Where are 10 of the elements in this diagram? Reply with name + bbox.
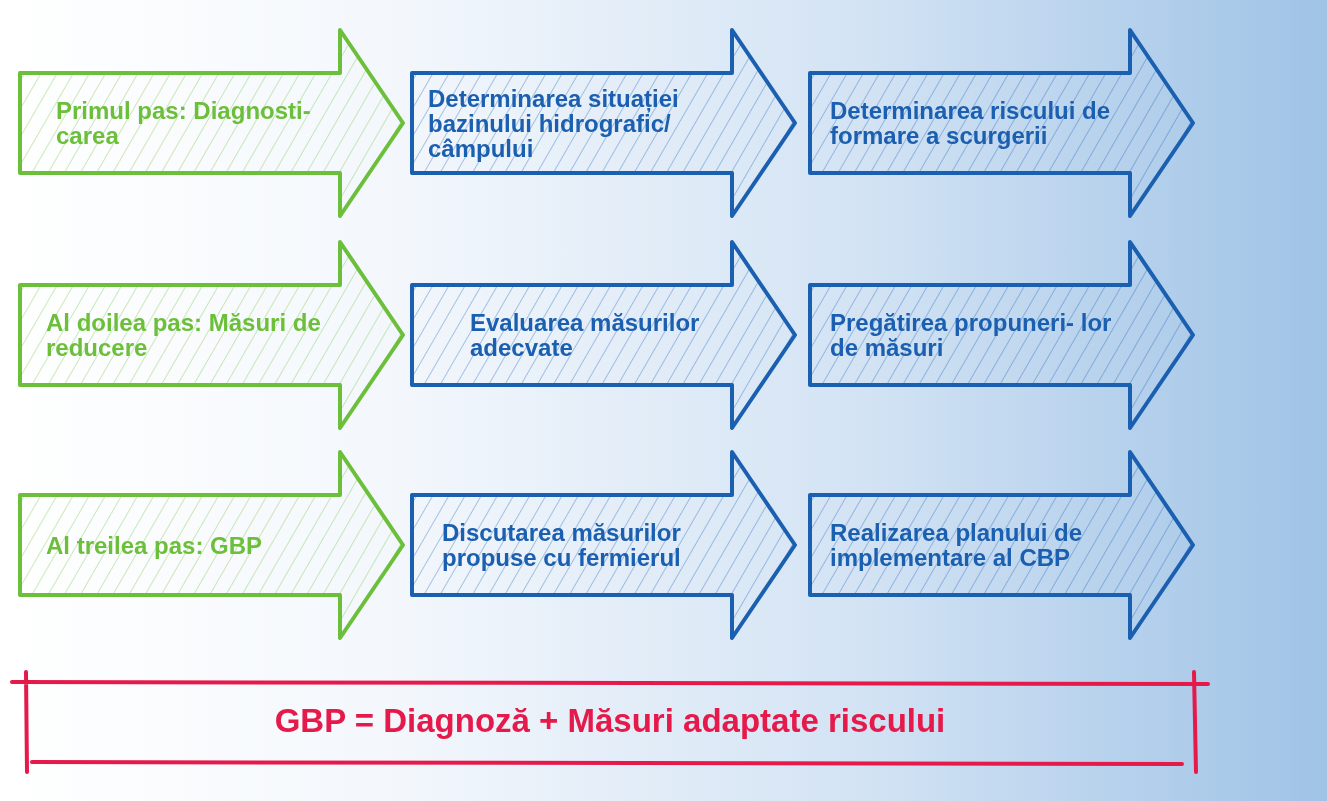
step-text: Evaluarea măsurilor adecvate bbox=[470, 310, 701, 360]
step-text: Al doilea pas: Măsuri de reducere bbox=[46, 310, 322, 360]
formula-text: GBP = Diagnoză + Măsuri adaptate riscului bbox=[274, 702, 946, 739]
step-text: Determinarea riscului de formare a scurgerii bbox=[830, 98, 1112, 148]
step-text: Pregătirea propuneri- lor de măsuri bbox=[830, 310, 1113, 360]
step-text: Al treilea pas: GBP bbox=[46, 532, 263, 558]
step-text: Primul pas: Diagnosti- carea bbox=[56, 98, 312, 148]
step-text: Discutarea măsurilor propuse cu fermierul bbox=[442, 520, 682, 570]
step-text: Realizarea planului de implementare al CBP bbox=[830, 520, 1084, 570]
step-text: Determinarea situației bazinului hidrografic/ câmpului bbox=[428, 85, 680, 161]
